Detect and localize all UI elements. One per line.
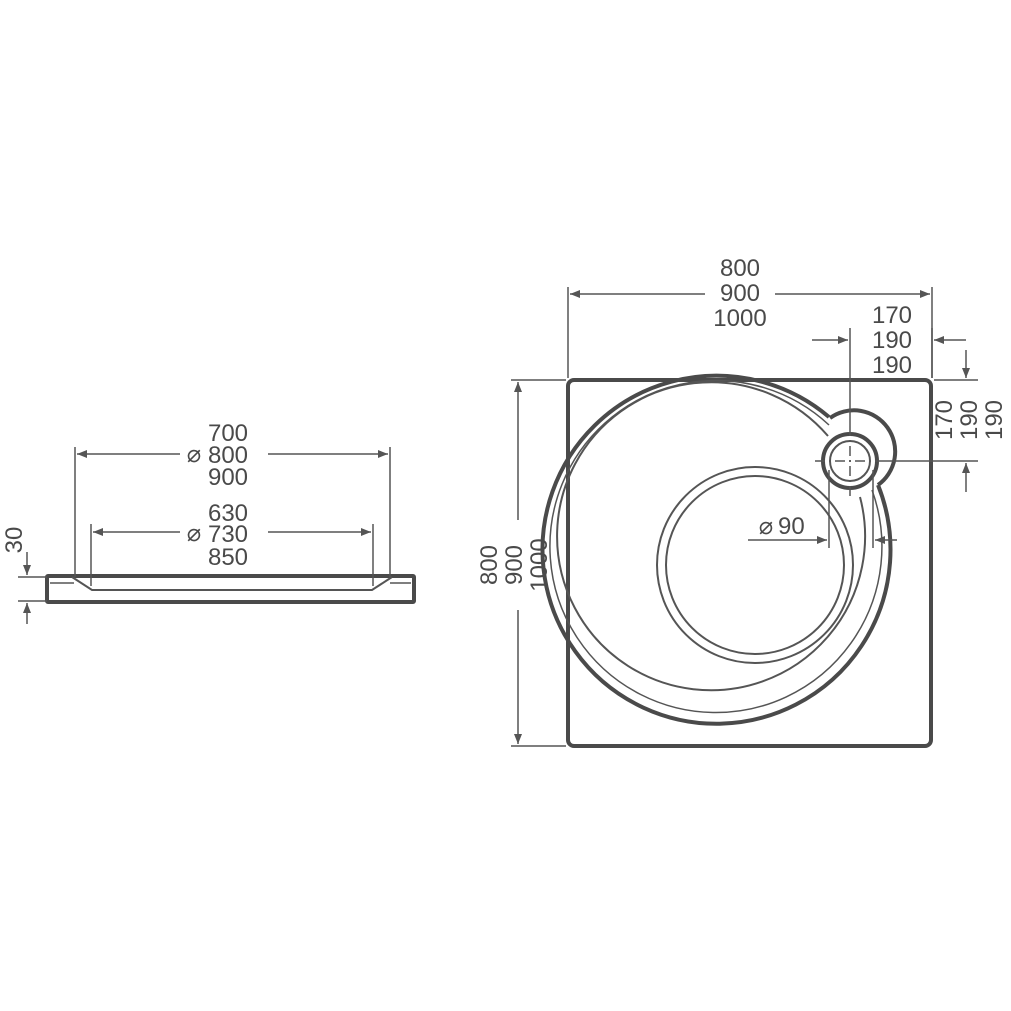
drain-y-label-2: 190 [956,400,983,440]
drain-x-label-3: 190 [872,352,912,379]
side-top-width-label-3: 900 [208,464,248,491]
side-inner-width-label-2: 730 [208,521,248,548]
side-view-tray-basin [71,576,393,591]
side-inner-width-label-3: 850 [208,544,248,571]
drain-y-label-1: 170 [931,400,958,440]
side-view: 700 ⌀ 800 900 630 ⌀ 730 850 30 [1,420,416,624]
top-view-outer-rim [540,373,893,726]
side-top-width-label-2: 800 [208,442,248,469]
diameter-symbol: ⌀ [187,441,201,468]
side-view-tray-outline [45,574,416,604]
drain-y-label-3: 190 [981,400,1008,440]
diameter-symbol: ⌀ [187,520,201,547]
top-depth-label-3: 1000 [526,538,553,591]
top-width-label-2: 900 [720,280,760,307]
side-inner-width-label-1: 630 [208,500,248,527]
top-width-label-3: 1000 [713,305,766,332]
drain-x-label-2: 190 [872,327,912,354]
top-view-drain-cup [828,408,898,487]
top-view-rim-inner-edge [556,381,867,692]
top-view-inner-basin-outer [656,466,854,664]
top-view-inner-basin-inner [665,475,845,655]
side-top-width-label-1: 700 [208,420,248,447]
top-view-tray-outline [566,378,933,748]
diameter-symbol: ⌀ [759,513,773,540]
top-width-label-1: 800 [720,255,760,282]
top-depth-label-1: 800 [476,545,503,585]
top-depth-label-2: 900 [501,545,528,585]
drain-diameter-label: 90 [778,513,805,540]
side-height-label: 30 [1,527,28,554]
top-view: 800 900 1000 800 900 1000 170 190 190 17… [476,255,1008,748]
drain-x-label-1: 170 [872,302,912,329]
